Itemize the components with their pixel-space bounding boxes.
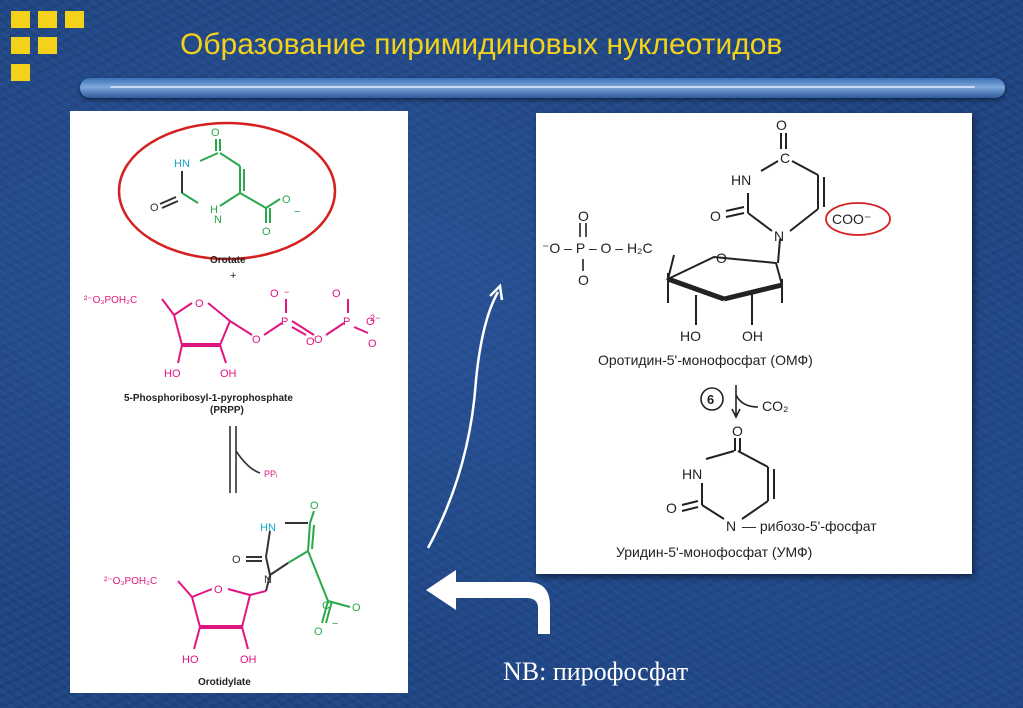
orotate-n: N [214, 214, 222, 226]
prpp-p1: P [281, 316, 288, 328]
orotidylate-ring-o: O [214, 584, 223, 596]
ump-hn: HN [682, 466, 702, 482]
decarboxylation-arrow [731, 385, 759, 419]
omp-o-top: O [776, 117, 787, 133]
u-turn-arrow-icon [426, 570, 550, 634]
prpp-abbrev: (PRPP) [210, 405, 244, 416]
prpp-ring-o: O [195, 298, 204, 310]
prpp-structure [161, 298, 369, 364]
orotate-h: H [210, 204, 218, 216]
orotidylate-ho: HO [182, 654, 199, 666]
left-diagram-panel: O HN O H N O − O Orotate + ²⁻O₃POH₂C [70, 111, 408, 693]
orotate-o-minus: O [262, 226, 271, 238]
omp-c: C [780, 150, 790, 166]
omp-ribose [665, 254, 784, 325]
orotidylate-base-green [287, 510, 351, 624]
orotate-hn: HN [174, 158, 190, 170]
orotidylate-o-carb: O [352, 602, 361, 614]
prpp-o3: O [332, 288, 341, 300]
orotate-label: Orotate [210, 255, 246, 266]
title-underline-bar [80, 78, 1005, 98]
logo-squares [11, 11, 99, 91]
orotate-o-carb: O [282, 194, 291, 206]
orotate-minus: − [294, 206, 300, 218]
orotate-o-top: O [211, 127, 220, 139]
omp-p-o-bottom: O [578, 272, 589, 288]
omp-base-structure [725, 133, 825, 264]
orotidylate-ribose [177, 580, 267, 650]
co2-label: CO₂ [762, 398, 788, 414]
omp-o-left: O [710, 208, 721, 224]
orotidylate-o-top: O [310, 500, 319, 512]
orotidylate-o-minus: O [314, 626, 323, 638]
omp-ring-o: O [716, 250, 727, 266]
prpp-p2: P [343, 316, 350, 328]
curved-arrow-up [426, 291, 500, 549]
prpp-o4: O [366, 316, 375, 328]
omp-label: Оротидин-5'-монофосфат (ОМФ) [598, 352, 813, 368]
ump-label: Уридин-5'-монофосфат (УМФ) [616, 544, 812, 560]
prpp-o5: O [368, 338, 377, 350]
ump-base-structure [681, 438, 775, 520]
orotate-highlight-circle [117, 121, 337, 261]
orotate-o-left: O [150, 202, 159, 214]
orotate-structure [181, 139, 281, 223]
orotidylate-oh: OH [240, 654, 257, 666]
step-number-circle [700, 387, 724, 411]
omp-p-o-top: O [578, 208, 589, 224]
ppi-label: PPᵢ [264, 469, 277, 479]
prpp-phosphate-prefix: ²⁻O₃POH₂C [84, 295, 137, 306]
omp-phosphate: ⁻O – P – O – H₂C [542, 240, 653, 256]
prpp-oh: OH [220, 368, 237, 380]
ump-n: N [726, 518, 736, 534]
prpp-label: 5-Phosphoribosyl-1-pyrophosphate [124, 393, 293, 404]
omp-ho: HO [680, 328, 701, 344]
nb-note: NB: пирофосфат [503, 657, 689, 686]
omp-coo: COO⁻ [832, 211, 871, 227]
slide-title: Образование пиримидиновых нуклеотидов [180, 28, 783, 61]
orotidylate-minus: − [332, 618, 338, 630]
ump-o-left: O [666, 500, 677, 516]
orotidylate-n: N [264, 574, 272, 586]
omp-oh: OH [742, 328, 763, 344]
prpp-o1: O [270, 288, 279, 300]
orotidylate-phosphate-prefix: ²⁻O₃POH₂C [104, 576, 157, 587]
prpp-minus: − [284, 287, 289, 297]
orotidylate-label: Orotidylate [198, 677, 251, 688]
orotidylate-c: C [322, 600, 330, 612]
coo-highlight-circle [825, 202, 891, 236]
omp-hn: HN [731, 172, 751, 188]
prpp-o2: O [306, 336, 315, 348]
prpp-ho: HO [164, 368, 181, 380]
plus-sign: + [230, 270, 236, 282]
right-diagram-panel: O C HN O N COO⁻ ⁻O – P – O – H₂C O O O H… [536, 113, 972, 574]
step-number: 6 [707, 392, 714, 407]
orotidylate-o-left: O [232, 554, 241, 566]
prpp-bridge-o1: O [252, 334, 261, 346]
omp-n: N [774, 228, 784, 244]
reaction-arrow-1 [229, 426, 261, 493]
prpp-bridge-o2: O [314, 334, 323, 346]
prpp-charge: 2− [370, 313, 380, 323]
ump-o-top: O [732, 423, 743, 439]
left-reaction-diagram: O HN O H N O − O Orotate + ²⁻O₃POH₂C [84, 121, 380, 688]
ump-ribose-label: — рибозо-5'-фосфат [742, 518, 877, 534]
orotidylate-hn: HN [260, 522, 276, 534]
right-reaction-diagram: O C HN O N COO⁻ ⁻O – P – O – H₂C O O O H… [542, 117, 891, 560]
